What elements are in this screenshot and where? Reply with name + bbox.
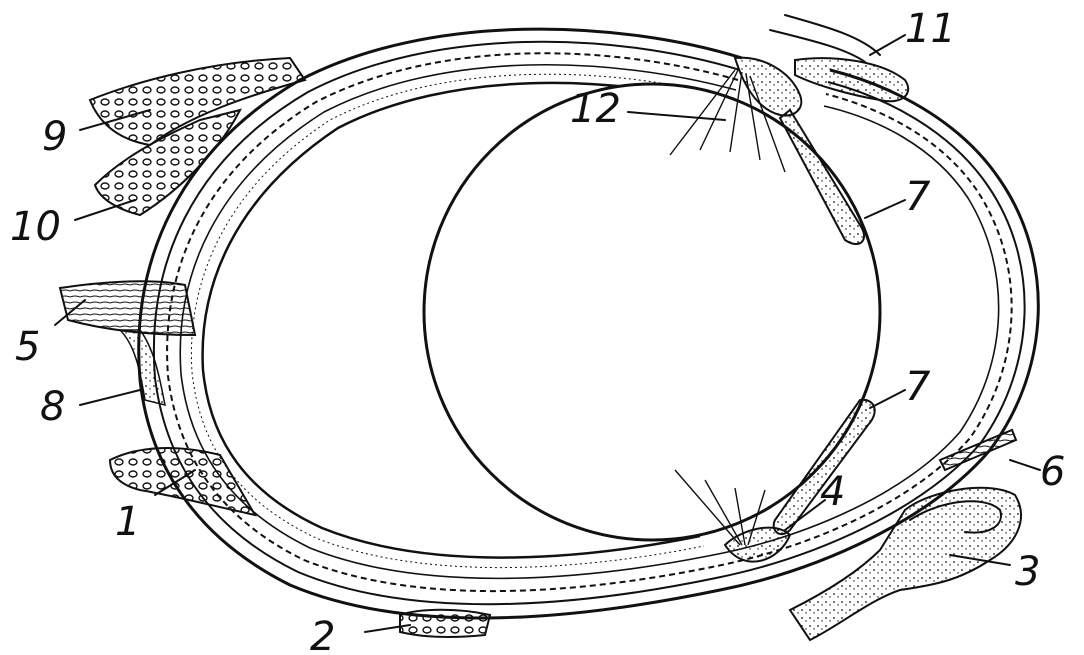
- label-5: 5: [15, 324, 40, 370]
- muscle-5: [60, 281, 195, 335]
- label-11: 11: [905, 6, 956, 52]
- label-3: 3: [1015, 549, 1040, 595]
- structure-2: [400, 610, 490, 637]
- label-2: 2: [310, 614, 335, 655]
- upper-lid-structure: [795, 58, 908, 101]
- upper-lid-lines: [770, 15, 880, 62]
- label-6: 6: [1040, 449, 1065, 495]
- label-8: 8: [40, 384, 65, 430]
- label-10: 10: [10, 204, 61, 250]
- label-1: 1: [115, 499, 140, 545]
- label-7-upper: 7: [905, 174, 931, 220]
- label-7-lower: 7: [905, 364, 931, 410]
- label-9: 9: [42, 114, 67, 160]
- label-12: 12: [570, 86, 621, 132]
- label-4: 4: [820, 469, 845, 515]
